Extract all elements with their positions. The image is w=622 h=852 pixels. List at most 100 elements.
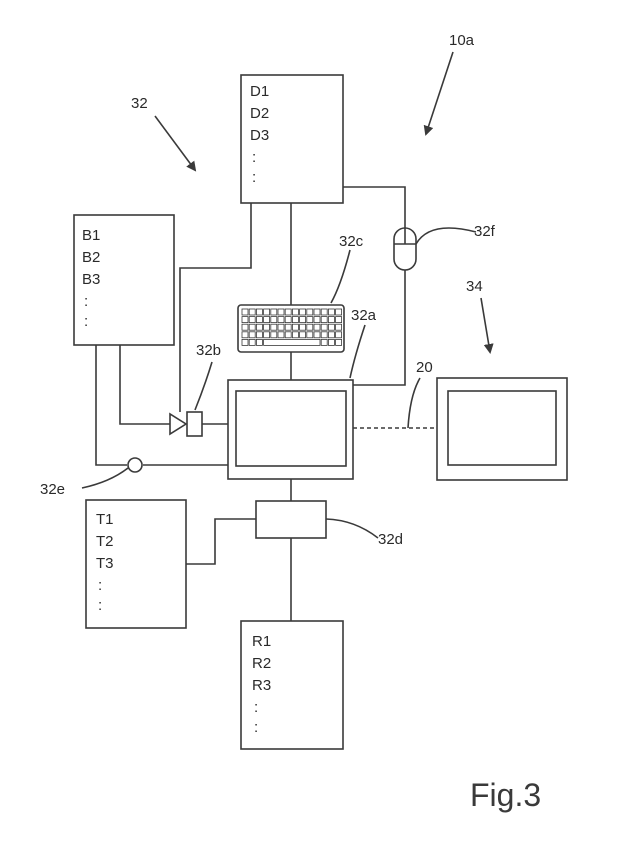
keyboard-key	[270, 323, 278, 331]
keyboard-key	[299, 331, 307, 339]
r-box-line-2: R2	[252, 655, 271, 672]
keyboard-key	[335, 331, 343, 339]
keyboard-key	[299, 316, 307, 324]
d-box: D1 D2 D3 : :	[240, 74, 344, 204]
keyboard-key	[241, 331, 249, 339]
keyboard-key	[248, 316, 256, 324]
ref-32: 32	[131, 95, 148, 112]
d-box-ellipsis-2: :	[252, 169, 256, 186]
keyboard-key	[241, 308, 249, 316]
keyboard-key	[299, 308, 307, 316]
t-box-ellipsis-1: :	[98, 577, 102, 594]
leader-lines	[81, 51, 494, 539]
ref-32a: 32a	[351, 307, 377, 324]
t-box: T1 T2 T3 : :	[85, 499, 187, 629]
ref-32b: 32b	[196, 342, 221, 359]
r-box-line-3: R3	[252, 677, 271, 694]
keyboard-key	[327, 323, 335, 331]
keyboard-key	[255, 323, 263, 331]
b-box-ellipsis-2: :	[84, 313, 88, 330]
keyboard-key	[248, 323, 256, 331]
switch-symbol	[169, 411, 203, 437]
d-box-line-3: D3	[250, 127, 269, 144]
ref-32d: 32d	[378, 531, 403, 548]
keyboard-key	[263, 308, 271, 316]
keyboard-key	[241, 338, 249, 346]
computer-monitor	[227, 379, 354, 480]
keyboard-key	[320, 331, 328, 339]
keyboard-key	[270, 316, 278, 324]
r-box-ellipsis-1: :	[254, 699, 258, 716]
keyboard-key	[270, 308, 278, 316]
keyboard-key	[277, 316, 285, 324]
r-box: R1 R2 R3 : :	[240, 620, 344, 750]
keyboard-key	[284, 331, 292, 339]
keyboard-key	[277, 308, 285, 316]
ref-20: 20	[416, 359, 433, 376]
b-box-line-1: B1	[82, 227, 100, 244]
r-box-ellipsis-2: :	[254, 719, 258, 736]
keyboard-key	[313, 323, 321, 331]
keyboard-key	[306, 331, 314, 339]
keyboard-key	[255, 338, 263, 346]
splitter-box	[255, 500, 327, 539]
keyboard-key	[241, 323, 249, 331]
keyboard-key	[313, 316, 321, 324]
keyboard-icon	[237, 304, 345, 353]
keyboard-key	[277, 323, 285, 331]
keyboard-key	[277, 331, 285, 339]
ref-10a: 10a	[449, 32, 475, 49]
keyboard-key	[284, 308, 292, 316]
ref-34: 34	[466, 278, 483, 295]
d-box-line-1: D1	[250, 83, 269, 100]
keyboard-key	[255, 308, 263, 316]
keyboard-key	[335, 338, 343, 346]
figure-label: Fig.3	[470, 777, 541, 813]
keyboard-key	[291, 323, 299, 331]
keyboard-key	[248, 308, 256, 316]
ref-32e: 32e	[40, 481, 65, 498]
b-box-ellipsis-1: :	[84, 293, 88, 310]
keyboard-key	[327, 338, 335, 346]
keyboard-key	[263, 316, 271, 324]
t-box-ellipsis-2: :	[98, 597, 102, 614]
r-box-line-1: R1	[252, 633, 271, 650]
keyboard-key	[263, 323, 271, 331]
keyboard-key	[248, 338, 256, 346]
keyboard-key	[313, 308, 321, 316]
remote-monitor	[436, 377, 568, 481]
junction-node	[127, 457, 143, 473]
keyboard-key	[291, 308, 299, 316]
keyboard-key	[306, 323, 314, 331]
keyboard-key	[327, 316, 335, 324]
t-box-line-1: T1	[96, 511, 114, 528]
keyboard-key	[241, 316, 249, 324]
keyboard-key	[313, 331, 321, 339]
keyboard-key	[335, 308, 343, 316]
keyboard-key	[270, 331, 278, 339]
keyboard-key	[284, 323, 292, 331]
keyboard-key	[320, 338, 328, 346]
keyboard-key	[255, 331, 263, 339]
d-box-line-2: D2	[250, 105, 269, 122]
keyboard-key	[291, 316, 299, 324]
keyboard-key	[327, 331, 335, 339]
t-box-line-2: T2	[96, 533, 114, 550]
keyboard-key	[320, 323, 328, 331]
ref-32f: 32f	[474, 223, 496, 240]
keyboard-key	[335, 316, 343, 324]
keyboard-key	[320, 308, 328, 316]
keyboard-key	[255, 316, 263, 324]
keyboard-key	[284, 316, 292, 324]
keyboard-spacebar	[263, 338, 321, 346]
d-box-ellipsis-1: :	[252, 149, 256, 166]
keyboard-key	[248, 331, 256, 339]
keyboard-key	[306, 308, 314, 316]
b-box-line-3: B3	[82, 271, 100, 288]
keyboard-keys	[241, 308, 343, 346]
keyboard-key	[327, 308, 335, 316]
b-box-line-2: B2	[82, 249, 100, 266]
keyboard-key	[320, 316, 328, 324]
t-box-line-3: T3	[96, 555, 114, 572]
